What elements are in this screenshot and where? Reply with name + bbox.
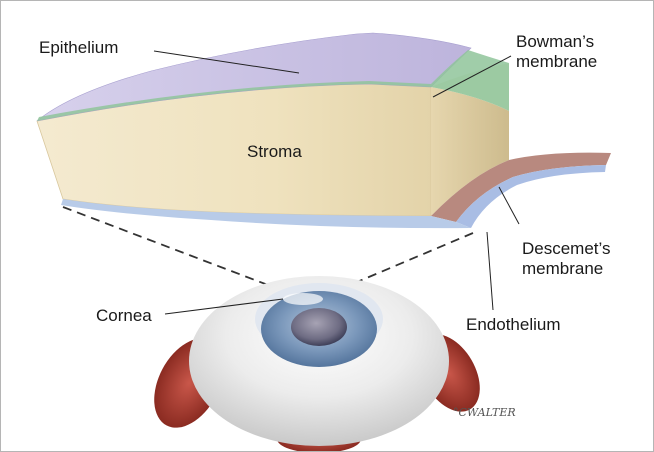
artist-signature: °CWALTER [453, 406, 516, 419]
pupil [291, 308, 347, 346]
label-bowmans-membrane: Bowman’s membrane [516, 32, 597, 72]
label-endothelium: Endothelium [466, 315, 561, 335]
label-descemets-line-1: Descemet’s [522, 239, 611, 259]
label-descemets-line-2: membrane [522, 259, 611, 279]
label-descemets-membrane: Descemet’s membrane [522, 239, 611, 279]
label-epithelium: Epithelium [39, 38, 118, 58]
label-bowmans-line-1: Bowman’s [516, 32, 597, 52]
label-stroma: Stroma [247, 142, 302, 162]
cornea-highlight [283, 293, 323, 305]
eye-illustration [140, 276, 493, 451]
leader-endothelium [487, 232, 493, 310]
label-cornea: Cornea [96, 306, 152, 326]
leader-descemets [499, 187, 519, 224]
label-bowmans-line-2: membrane [516, 52, 597, 72]
